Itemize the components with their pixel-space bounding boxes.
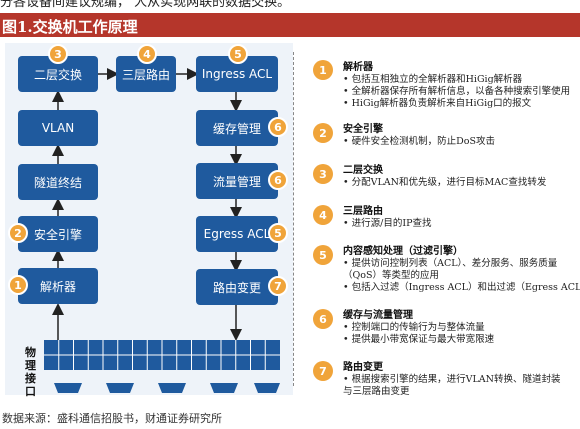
legend-badge-4: 4	[313, 205, 333, 225]
legend-bullet: • 全解析器保存所有解析信息，以备各种搜索引擎使用	[343, 86, 571, 97]
legend-bullet: （QoS）等类型的应用	[343, 270, 440, 281]
top-cut-text: 分各设备间建议规编， 人从实现网联的数据交换。	[0, 0, 291, 10]
legend-bullet: • 包括互相独立的全解析器和HiGig解析器	[343, 74, 523, 85]
badge-ingress: 5	[228, 44, 248, 64]
legend-title-7: 路由变更	[343, 362, 383, 373]
legend-bullet: • 硬件安全检测机制，防止DoS攻击	[343, 136, 495, 147]
figure-title: 图1.交换机工作原理	[2, 18, 138, 36]
legend-title-1: 解析器	[343, 62, 373, 73]
badge-parser: 1	[8, 275, 28, 295]
legend-badge-6: 6	[313, 309, 333, 329]
badge-cache: 6	[268, 117, 288, 137]
cache-management-block: 缓存管理	[196, 110, 278, 146]
legend-badge-1: 1	[313, 60, 333, 80]
physical-label-3: 接	[25, 372, 36, 385]
flow-arrows	[52, 68, 242, 341]
badge-l2: 3	[48, 44, 68, 64]
column-divider	[293, 52, 294, 386]
legend-badge-5: 5	[313, 245, 333, 265]
badge-l3: 4	[137, 44, 157, 64]
badge-route: 7	[268, 276, 288, 296]
legend-title-5: 内容感知处理（过滤引擎）	[343, 246, 463, 257]
physical-interface-grid	[44, 340, 280, 393]
physical-label-1: 物	[25, 346, 36, 359]
physical-label-4: 口	[25, 385, 36, 398]
legend-title-4: 三层路由	[343, 206, 383, 217]
legend-bullet: • 根据搜索引擎的结果，进行VLAN转换、隧道封装	[343, 374, 561, 385]
flow-management-block: 流量管理	[196, 163, 278, 199]
legend-title-2: 安全引擎	[343, 124, 383, 135]
legend-bullet: • 提供最小带宽保证与最大带宽限速	[343, 334, 495, 345]
source-note: 数据来源：盛科通信招股书，财通证券研究所	[2, 412, 222, 425]
legend-bullet: • 包括入过滤（Ingress ACL）和出过滤（Egress ACL）	[343, 282, 580, 293]
legend-bullet: 与三层路由变更	[343, 386, 410, 397]
legend-bullet: • 控制端口的传输行为与整体流量	[343, 322, 485, 333]
badge-flow: 6	[268, 170, 288, 190]
vlan-block: VLAN	[18, 110, 98, 146]
legend-badge-3: 3	[313, 164, 333, 184]
legend-bullet: • HiGig解析器负责解析来自HiGig口的报文	[343, 98, 532, 109]
legend-badge-2: 2	[313, 123, 333, 143]
tunnel-termination-block: 隧道终结	[18, 164, 98, 200]
legend-bullet: • 提供访问控制列表（ACL）、差分服务、服务质量	[343, 258, 558, 269]
badge-security: 2	[8, 223, 28, 243]
egress-acl-block: Egress ACL	[196, 216, 278, 252]
parser-block: 解析器	[18, 268, 98, 304]
figure-title-bar: 图1.交换机工作原理	[0, 13, 580, 37]
badge-egress: 5	[268, 223, 288, 243]
legend-bullet: • 进行源/目的IP查找	[343, 218, 432, 229]
security-engine-block: 安全引擎	[18, 216, 98, 252]
legend-badge-7: 7	[313, 361, 333, 381]
physical-label-2: 理	[25, 359, 36, 372]
l3-routing-block: 三层路由	[116, 56, 176, 92]
route-change-block: 路由变更	[196, 269, 278, 305]
legend-title-6: 缓存与流量管理	[343, 310, 413, 321]
legend-bullet: • 分配VLAN和优先级，进行目标MAC查找转发	[343, 177, 547, 188]
legend-title-3: 二层交换	[343, 165, 383, 176]
